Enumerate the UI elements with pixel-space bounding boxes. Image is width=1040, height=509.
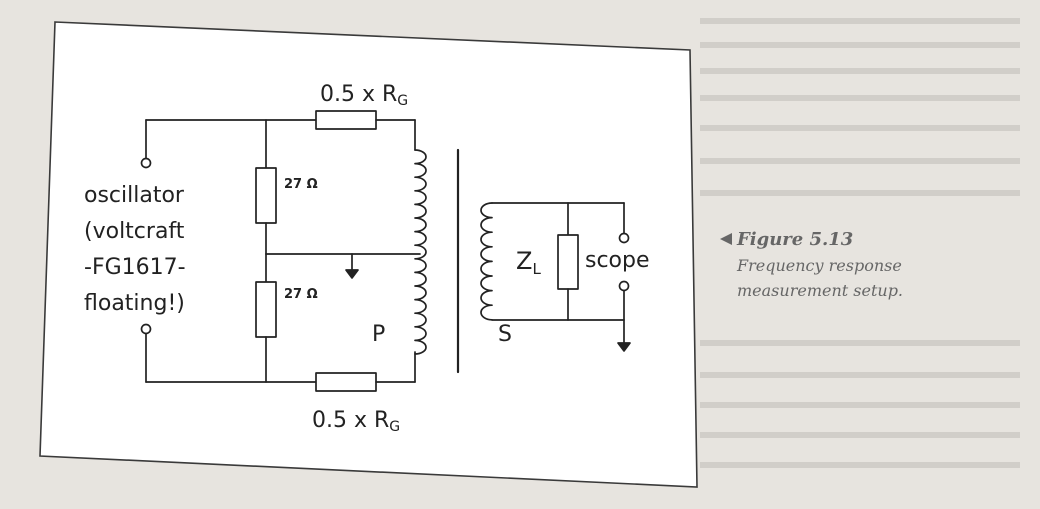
load-label: ZL: [516, 247, 541, 278]
load-resistor: [557, 202, 579, 321]
scope-terminal-top: [618, 202, 630, 244]
caption-line1: Frequency response: [736, 256, 902, 275]
secondary-winding: [480, 202, 493, 321]
secondary-wires: [491, 202, 625, 321]
scope-terminal-bottom: [618, 280, 630, 344]
scope-label: scope: [585, 248, 650, 273]
primary-label: P: [372, 322, 385, 347]
source-label-line2: (voltcraft: [84, 219, 185, 244]
secondary-label: S: [498, 322, 512, 347]
bottom-series-resistor: [145, 351, 416, 392]
source-label-line3: -FG1617-: [84, 255, 186, 280]
figure-number: Figure 5.13: [736, 229, 853, 250]
scope-ground-icon: [617, 342, 631, 352]
lower-shunt-resistor: [255, 253, 277, 383]
top-series-resistor: [145, 110, 416, 151]
source-label-line1: oscillator: [84, 183, 185, 208]
center-ground-icon: [345, 253, 359, 279]
caption-arrow-icon: [720, 233, 732, 245]
source-terminal-top: [140, 119, 152, 169]
primary-winding: [414, 149, 427, 355]
bottom-resistor-label: 0.5 x RG: [312, 408, 400, 435]
source-label-line4: floating!): [84, 291, 185, 316]
background-text: [700, 18, 1020, 468]
caption-line2: measurement setup.: [737, 281, 903, 300]
upper-shunt-resistor: [255, 119, 277, 255]
source-terminal-bottom: [140, 323, 152, 383]
lower-shunt-label: 27 Ω: [284, 287, 318, 302]
top-resistor-label: 0.5 x RG: [320, 82, 408, 109]
upper-shunt-label: 27 Ω: [284, 177, 318, 192]
